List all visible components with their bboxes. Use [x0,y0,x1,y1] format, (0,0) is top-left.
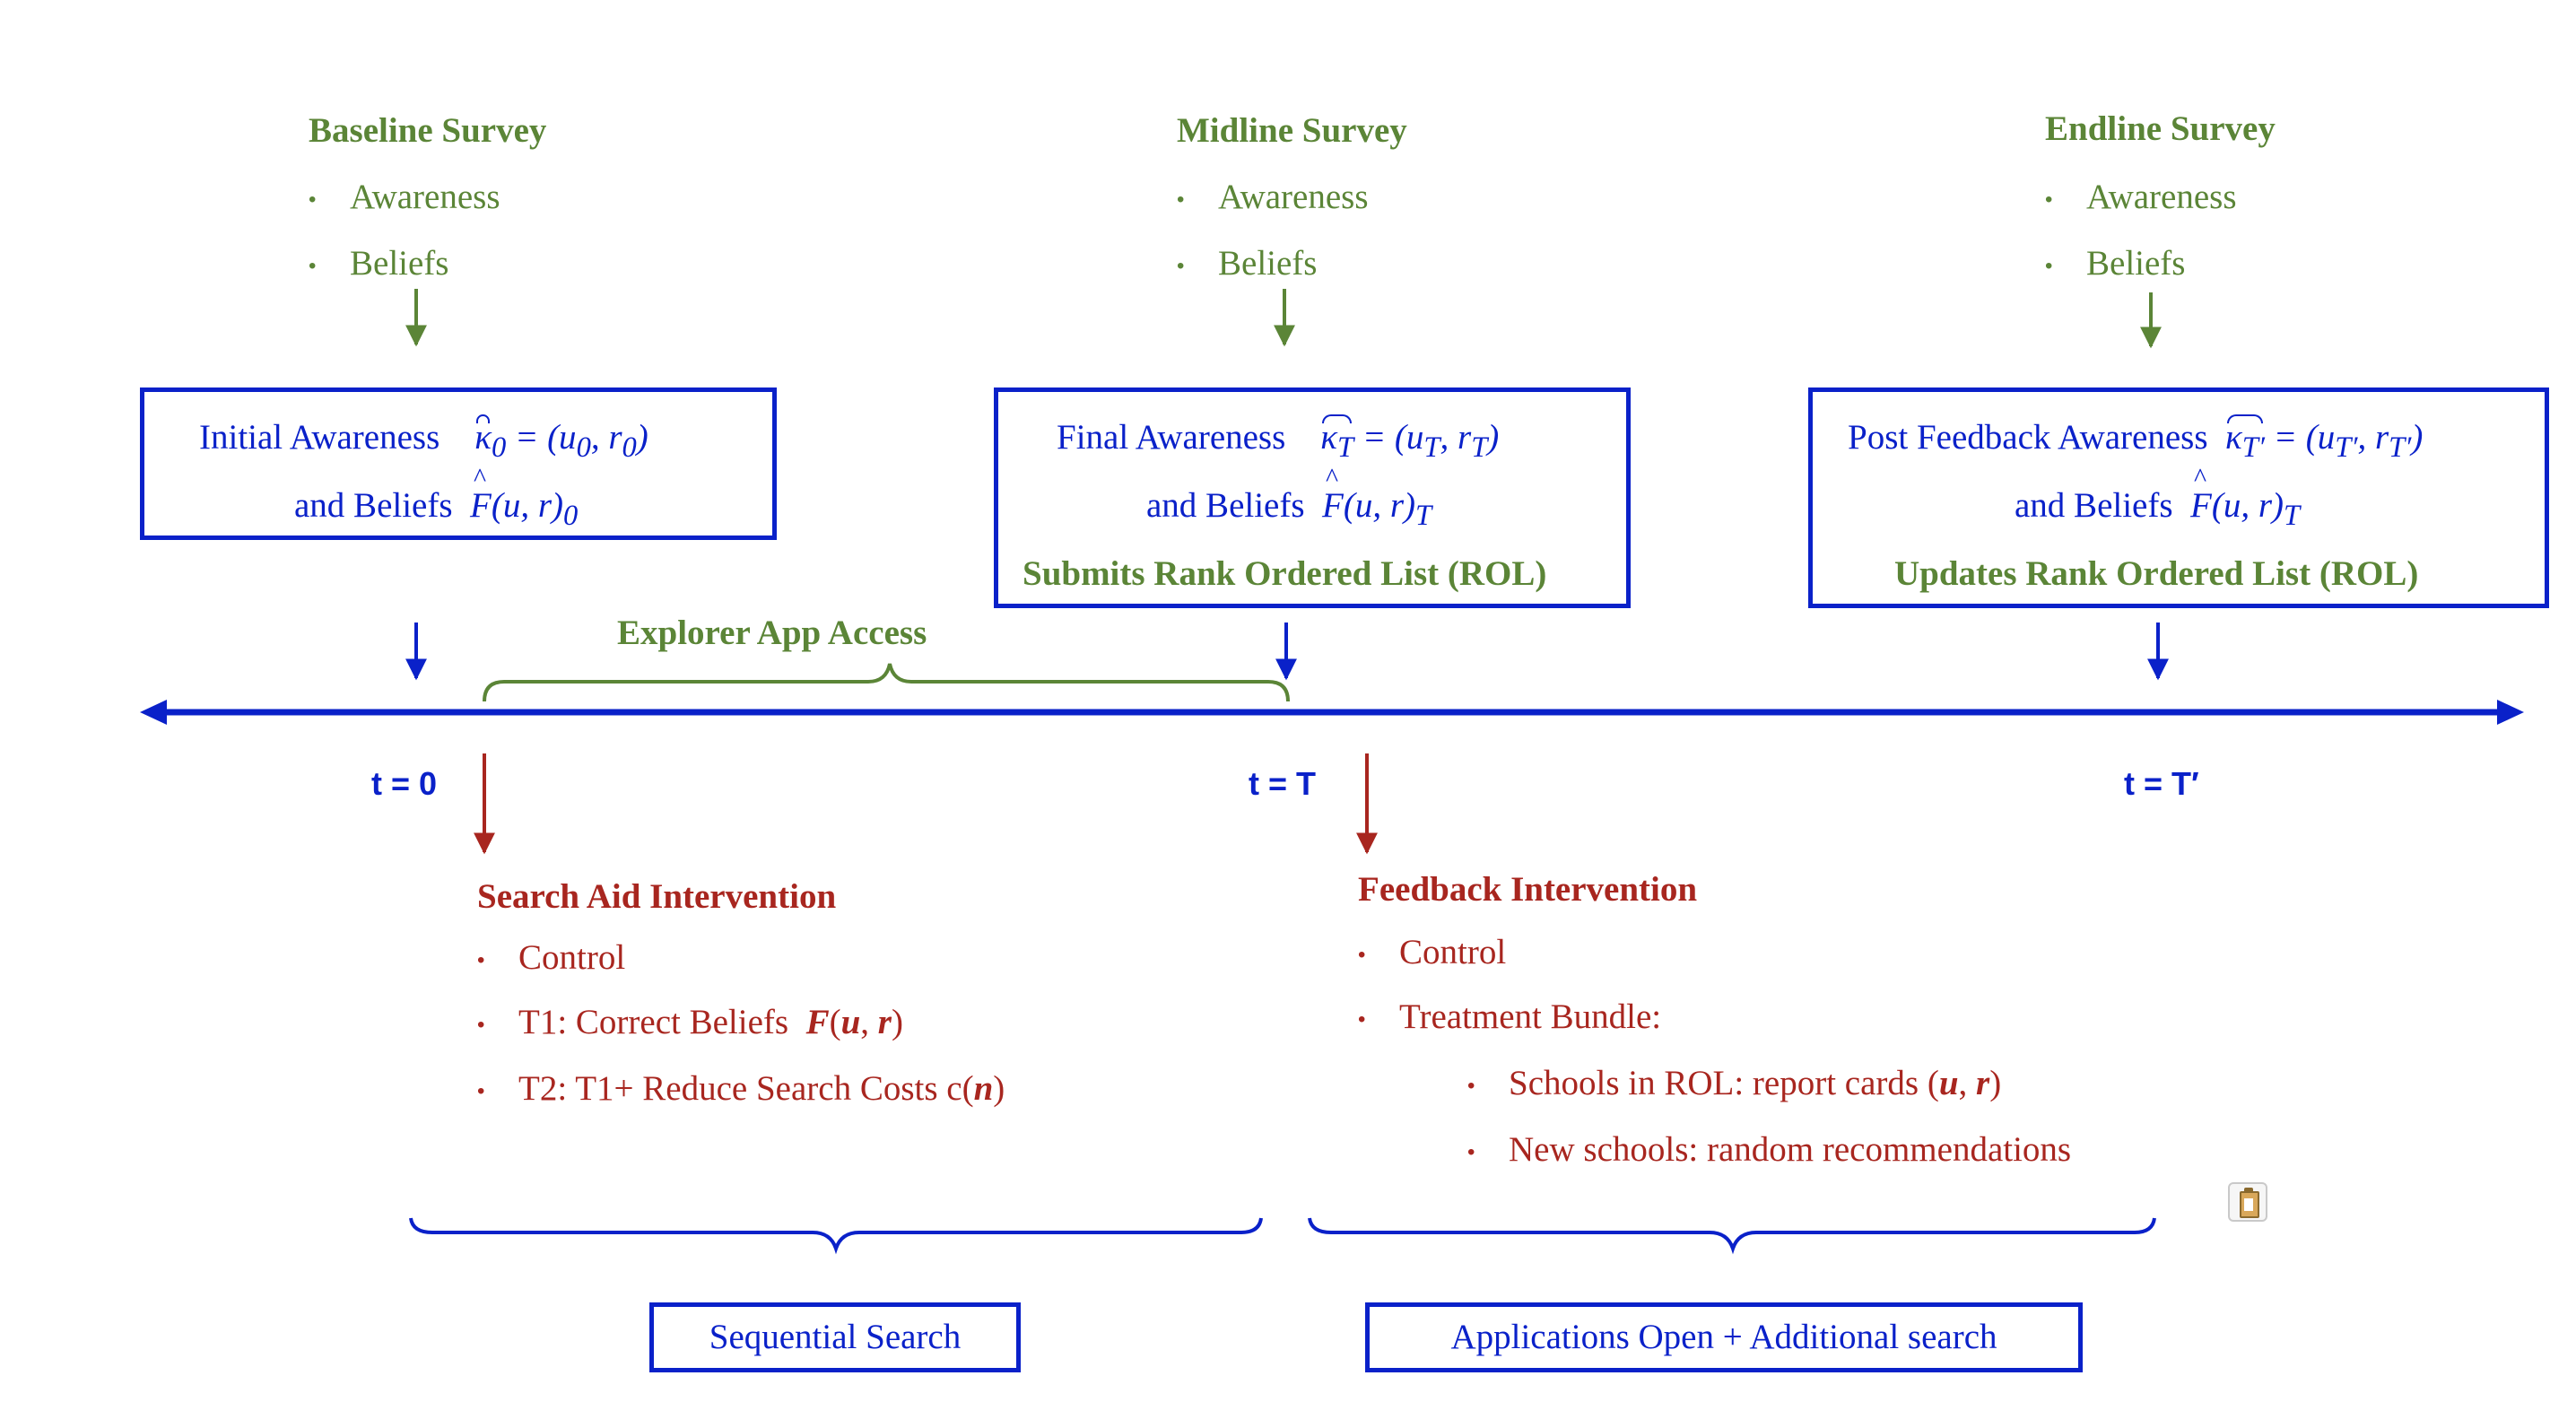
sequential-search-label: Sequential Search [709,1318,962,1356]
post-feedback-box [1808,387,2549,608]
final-box-line2: and Beliefs F(u, r)T [1146,465,1432,530]
endline-awareness: •Awareness [2045,178,2237,216]
post-box-rol: Updates Rank Ordered List (ROL) [1894,554,2419,593]
clipboard-icon[interactable] [2228,1182,2267,1222]
final-F-formula: F(u, r)T [1322,465,1432,530]
feedback-control: •Control [1358,933,1507,971]
timepoint-tT: t = T [1249,765,1317,802]
sequential-brace [409,1217,1263,1255]
search-aid-t1: •T1: Correct Beliefs F(u, r) [477,1003,903,1041]
timeline-right-head [2497,700,2524,725]
initial-box-line2: and Beliefs F(u, r)0 [294,465,578,530]
timepoint-t0: t = 0 [371,765,438,802]
explorer-brace [483,663,1290,702]
baseline-beliefs: •Beliefs [309,244,449,283]
t1-formula: F [805,1003,830,1041]
post-box-line2: and Beliefs F(u, r)T [2015,465,2300,530]
feedback-treatment-bundle: •Treatment Bundle: [1358,997,1662,1036]
search-aid-control: •Control [477,938,626,977]
final-kappa-formula: κT = (uT, rT) [1320,414,1500,464]
post-F-formula: F(u, r)T [2190,465,2300,530]
feedback-random-recommendations: •New schools: random recommendations [1467,1130,2072,1169]
feedback-title: Feedback Intervention [1358,870,1698,909]
search-aid-t2: •T2: T1+ Reduce Search Costs c(n) [477,1069,1005,1108]
final-box-line1: Final Awareness κT = (uT, rT) [1057,414,1500,464]
applications-open-box [1365,1302,2083,1372]
applications-brace [1308,1217,2156,1255]
explorer-app-access-label: Explorer App Access [617,614,927,652]
initial-F-formula: F(u, r)0 [470,465,578,530]
feedback-report-cards: •Schools in ROL: report cards (u, r) [1467,1064,2002,1102]
timeline-left-head [140,700,167,725]
final-box-rol: Submits Rank Ordered List (ROL) [1023,554,1547,593]
initial-box-line1: Initial Awareness κ0 = (u0, r0) [199,414,648,464]
sequential-search-box [649,1302,1021,1372]
midline-awareness: •Awareness [1177,178,1369,216]
post-kappa-formula: κT′ = (uT′, rT′) [2225,414,2424,464]
final-awareness-box [994,387,1631,608]
initial-kappa-formula: κ0 = (u0, r0) [474,414,648,464]
endline-beliefs: •Beliefs [2045,244,2186,283]
search-aid-title: Search Aid Intervention [477,877,837,916]
baseline-awareness: •Awareness [309,178,500,216]
baseline-survey-title: Baseline Survey [309,111,547,150]
timepoint-tTprime: t = T′ [2124,765,2199,802]
initial-awareness-box [140,387,777,540]
post-box-line1: Post Feedback Awareness κT′ = (uT′, rT′) [1848,414,2424,464]
applications-open-label: Applications Open + Additional search [1450,1318,1997,1356]
endline-survey-title: Endline Survey [2045,109,2276,148]
midline-beliefs: •Beliefs [1177,244,1318,283]
midline-survey-title: Midline Survey [1177,111,1407,150]
